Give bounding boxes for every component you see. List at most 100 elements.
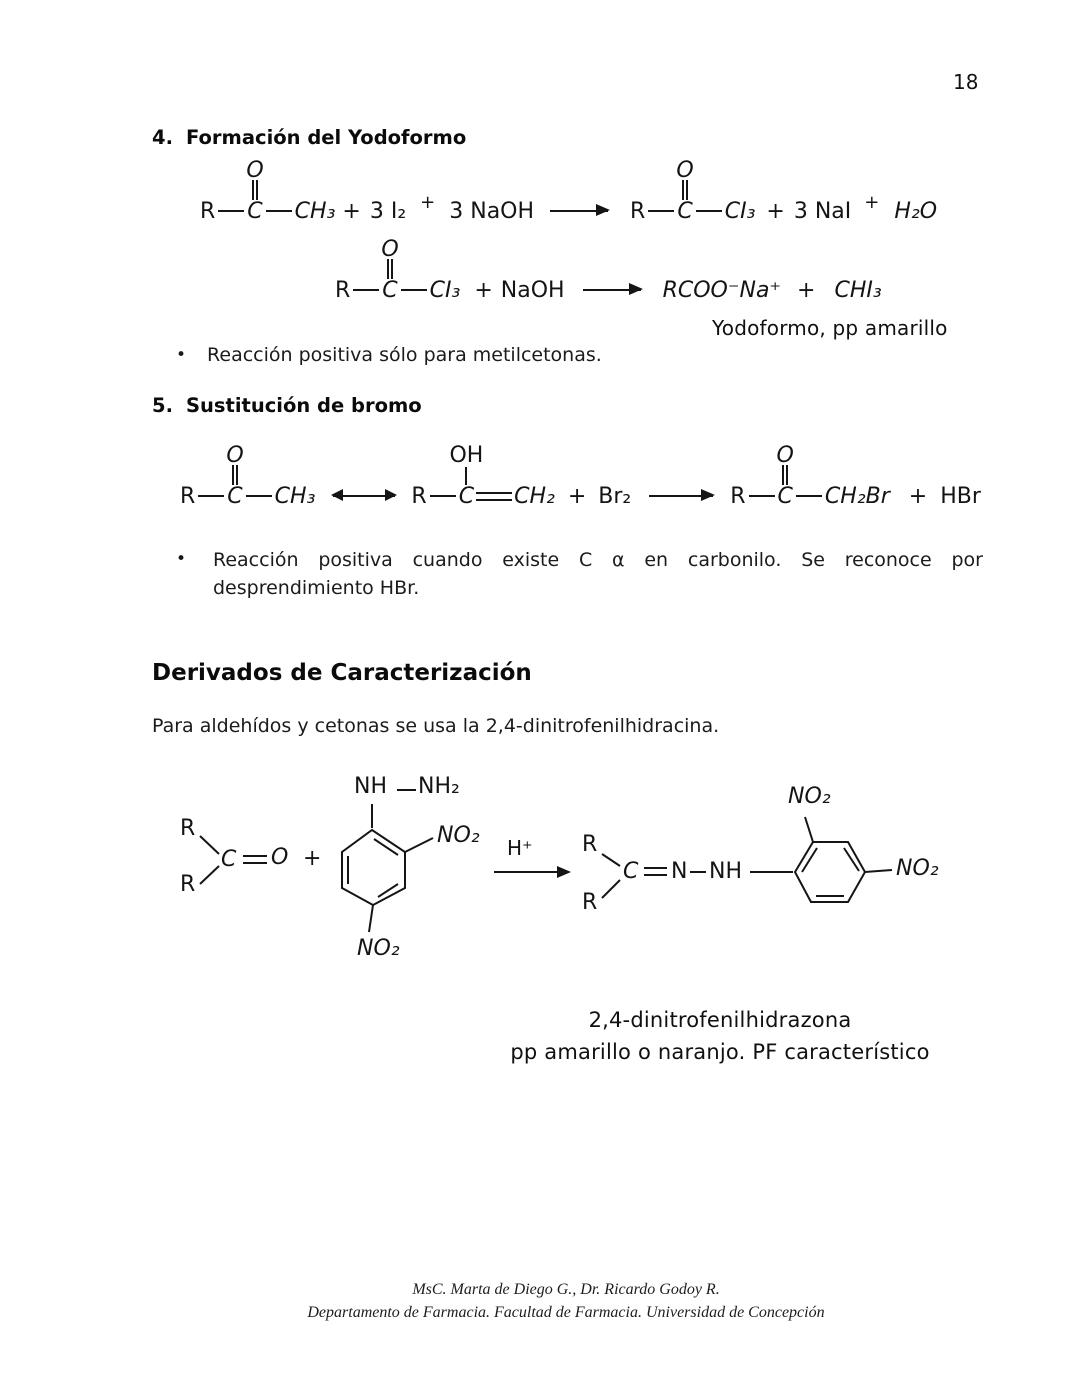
resonance-arrow bbox=[331, 489, 398, 501]
scheme-caption: 2,4-dinitrofenilhidrazona pp amarillo o … bbox=[480, 1004, 960, 1068]
section-5-title: Sustitución de bromo bbox=[185, 394, 422, 417]
plus-sign: + bbox=[342, 198, 361, 224]
formula-token: R bbox=[180, 483, 196, 509]
formula-token: CH₃ bbox=[274, 483, 316, 509]
formula-token: O bbox=[271, 845, 289, 870]
iodoform-note: Yodoformo, pp amarillo bbox=[712, 316, 948, 340]
carbonyl-unit: C O bbox=[246, 159, 263, 224]
formula-token: R bbox=[180, 816, 196, 841]
double-bond-vertical bbox=[782, 464, 789, 485]
bond-line bbox=[353, 289, 380, 291]
formula-token: CHI₃ bbox=[834, 277, 882, 303]
bond-line bbox=[748, 495, 775, 497]
formula-token: Br₂ bbox=[598, 483, 632, 509]
formula-token: NH bbox=[709, 859, 742, 884]
single-bond-vertical bbox=[465, 466, 468, 485]
bond-line bbox=[695, 210, 722, 212]
section-5-number: 5. bbox=[152, 394, 173, 417]
formula-token: 3 I₂ bbox=[369, 198, 407, 224]
formula-token: O bbox=[676, 157, 694, 183]
reaction-arrow bbox=[550, 204, 611, 216]
reaction-arrow bbox=[649, 489, 716, 501]
bond-line bbox=[198, 495, 225, 497]
double-bond-vertical bbox=[231, 464, 238, 485]
double-bond-vertical bbox=[251, 179, 258, 200]
formula-token: NH₂ bbox=[418, 774, 460, 799]
formula-token: C bbox=[623, 859, 639, 884]
formula-token: C bbox=[227, 483, 243, 509]
plus-sign: + bbox=[420, 191, 436, 213]
bullet-carbonilo: Reacción positiva cuando existe C α en c… bbox=[213, 546, 983, 602]
plus-sign: + bbox=[303, 846, 322, 871]
formula-token: NO₂ bbox=[896, 856, 939, 881]
iodoform-reaction-1: R C O CH₃ + 3 I₂ + 3 NaOH R C O CI₃ + 3 … bbox=[200, 159, 938, 226]
plus-sign: + bbox=[797, 277, 816, 303]
section-5-heading: 5. Sustitución de bromo bbox=[152, 394, 422, 417]
formula-token: HBr bbox=[940, 483, 981, 509]
bond-line bbox=[429, 495, 456, 497]
bond-line bbox=[400, 289, 427, 291]
formula-token: O bbox=[381, 236, 399, 262]
page-footer: MsC. Marta de Diego G., Dr. Ricardo Godo… bbox=[26, 1278, 1080, 1324]
formula-token: C bbox=[382, 277, 398, 303]
formula-token: R bbox=[582, 890, 598, 915]
carbonyl-unit: C O bbox=[777, 444, 794, 509]
bullet-metilcetonas: • Reacción positiva sólo para metilceton… bbox=[176, 344, 602, 366]
double-bond-vertical bbox=[386, 258, 393, 279]
page-number: 18 bbox=[953, 70, 979, 94]
formula-token: CH₃ bbox=[294, 198, 336, 224]
plus-sign: + bbox=[864, 191, 880, 213]
plus-sign: + bbox=[474, 277, 493, 303]
formula-token: R bbox=[200, 198, 216, 224]
bromine-reaction: R C O CH₃ R C OH CH₂ + Br₂ R C O CH₂Br +… bbox=[180, 444, 981, 511]
plus-sign: + bbox=[567, 483, 587, 509]
carbonyl-unit: C O bbox=[676, 159, 693, 224]
intro-paragraph: Para aldehídos y cetonas se usa la 2,4-d… bbox=[152, 715, 720, 737]
formula-token: OH bbox=[449, 442, 484, 468]
carbonyl-unit: C O bbox=[226, 444, 243, 509]
dnph-scheme: R R C O + NH NH₂ NO₂ NO₂ H⁺ R R C N NH N… bbox=[150, 770, 970, 985]
enol-unit: C OH bbox=[449, 444, 483, 509]
scheme-caption-line1: 2,4-dinitrofenilhidrazona bbox=[588, 1008, 852, 1032]
formula-token: NO₂ bbox=[437, 823, 480, 848]
footer-authors: MsC. Marta de Diego G., Dr. Ricardo Godo… bbox=[412, 1281, 720, 1298]
formula-token: NH bbox=[354, 774, 387, 799]
formula-token: C bbox=[247, 198, 263, 224]
bond-line bbox=[218, 210, 245, 212]
bullet-text: Reacción positiva sólo para metilcetonas… bbox=[207, 344, 602, 366]
formula-token: 3 NaI bbox=[793, 198, 852, 224]
formula-token: R bbox=[335, 277, 351, 303]
double-bond-vertical bbox=[682, 179, 689, 200]
carbonyl-unit: C O bbox=[381, 238, 398, 303]
formula-token: RCOO⁻Na⁺ bbox=[662, 277, 782, 303]
double-bond-horizontal bbox=[476, 491, 513, 501]
section-4-title: Formación del Yodoformo bbox=[185, 126, 467, 149]
footer-institution: Departamento de Farmacia. Facultad de Fa… bbox=[307, 1304, 825, 1321]
bullet-text-line2: desprendimiento HBr. bbox=[213, 577, 420, 599]
scheme-caption-line2: pp amarillo o naranjo. PF característico bbox=[510, 1040, 930, 1064]
dnph-scheme-bonds bbox=[199, 789, 893, 933]
formula-token: R bbox=[411, 483, 427, 509]
formula-token: H₂O bbox=[894, 198, 938, 224]
bond-line bbox=[265, 210, 292, 212]
formula-token: CI₃ bbox=[724, 198, 756, 224]
section-4-number: 4. bbox=[152, 126, 173, 149]
formula-token: C bbox=[677, 198, 693, 224]
formula-token: R bbox=[730, 483, 746, 509]
bond-line bbox=[245, 495, 272, 497]
section-4-heading: 4. Formación del Yodoformo bbox=[152, 126, 466, 149]
formula-token: CH₂ bbox=[514, 483, 555, 509]
formula-token: NO₂ bbox=[788, 784, 831, 809]
formula-token: R bbox=[180, 872, 196, 897]
iodoform-reaction-2: R C O CI₃ + NaOH RCOO⁻Na⁺ + CHI₃ bbox=[335, 238, 882, 305]
formula-token: R bbox=[630, 198, 646, 224]
formula-token: N bbox=[671, 859, 688, 884]
formula-token: O bbox=[776, 442, 794, 468]
formula-token: C bbox=[458, 483, 475, 509]
formula-token: O bbox=[246, 157, 264, 183]
formula-token: 3 NaOH bbox=[449, 198, 535, 224]
formula-token: C bbox=[777, 483, 793, 509]
formula-token: NaOH bbox=[500, 277, 565, 303]
formula-token: R bbox=[582, 832, 598, 857]
formula-token: CI₃ bbox=[429, 277, 461, 303]
